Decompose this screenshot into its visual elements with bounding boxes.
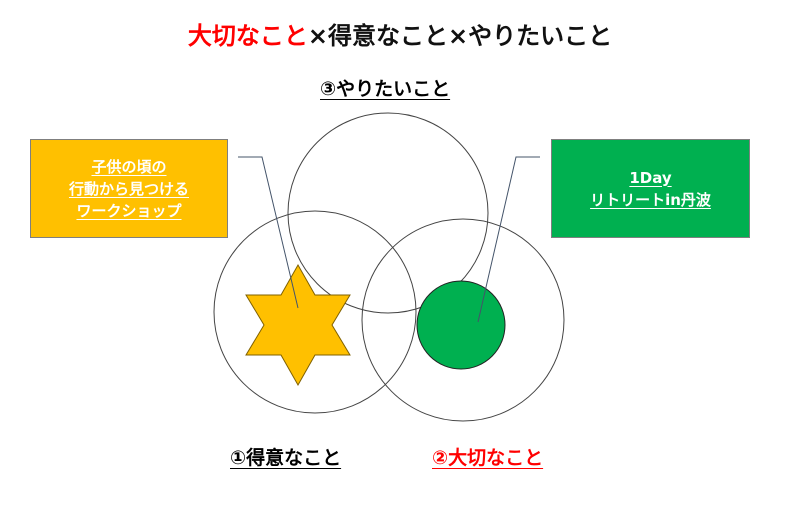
callout-line: リトリートin丹波 bbox=[590, 190, 711, 209]
callout-line: ワークショップ bbox=[76, 201, 182, 220]
circle-want-to-do bbox=[287, 112, 489, 314]
green-dot bbox=[416, 280, 506, 370]
label-good-at: ①得意なこと bbox=[230, 447, 342, 469]
circle-good-at bbox=[213, 210, 417, 414]
label-want-to-do: ③やりたいこと bbox=[320, 78, 451, 100]
callout-line: 1Day bbox=[629, 168, 672, 187]
callout-box-workshop: 子供の頃の行動から見つけるワークショップ bbox=[30, 139, 228, 238]
title-rest: ×得意なこと×やりたいこと bbox=[307, 22, 613, 50]
callout-line-left bbox=[238, 156, 299, 309]
callout-line: 行動から見つける bbox=[68, 179, 189, 198]
callout-line-right bbox=[477, 156, 540, 323]
title-highlight: 大切なこと bbox=[187, 22, 308, 50]
circle-important bbox=[361, 218, 565, 422]
label-important: ②大切なこと bbox=[432, 447, 544, 469]
callout-box-retreat: 1Day リトリートin丹波 bbox=[551, 139, 750, 238]
callout-line: 子供の頃の bbox=[91, 157, 167, 176]
page-title: 大切なこと×得意なこと×やりたいこと bbox=[0, 16, 800, 51]
star-icon bbox=[245, 263, 351, 387]
